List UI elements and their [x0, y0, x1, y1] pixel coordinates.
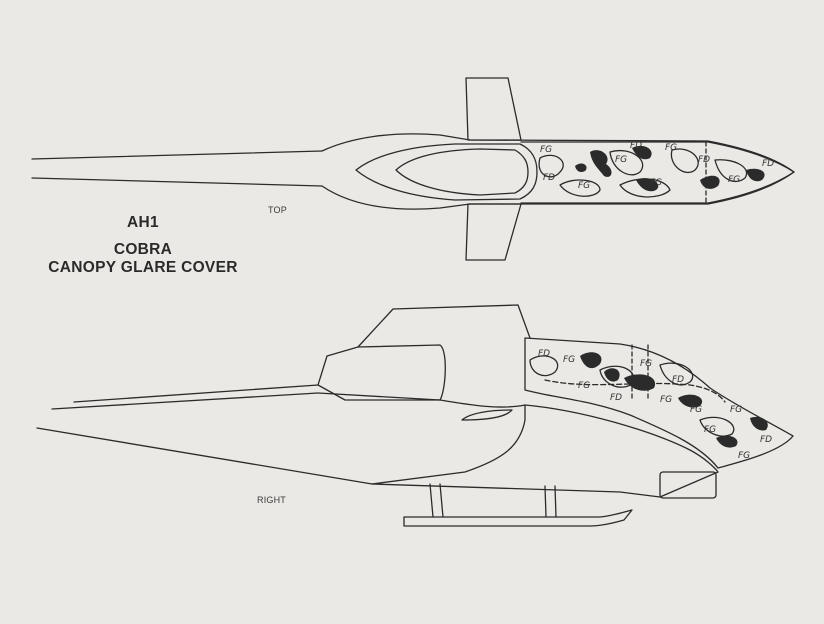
- side-nose-lower: [524, 404, 719, 498]
- side-glare-cover: [524, 337, 794, 469]
- model-title: AH1: [127, 214, 159, 231]
- top-canopy-outer: [355, 143, 538, 201]
- side-skid: [403, 509, 633, 527]
- camo-code: FG: [730, 405, 742, 415]
- side-fuselage: [317, 392, 526, 485]
- side-tail-boom: [36, 384, 373, 485]
- side-door: [461, 409, 513, 421]
- camo-code: FG: [540, 145, 552, 155]
- camo-code: FG: [690, 405, 702, 415]
- camo-code: FD: [760, 435, 772, 445]
- camo-code: FG: [578, 181, 590, 191]
- right-view-label: RIGHT: [257, 495, 286, 505]
- top-canopy-glass: [395, 148, 529, 196]
- part-name: CANOPY GLARE COVER: [48, 259, 238, 276]
- side-aft-line: [371, 483, 661, 498]
- top-wing-lower: [465, 203, 522, 261]
- camo-code: FG: [660, 395, 672, 405]
- camo-code: FD: [543, 173, 555, 183]
- top-camo-dark: [575, 145, 765, 192]
- camo-code: FD: [762, 159, 774, 169]
- top-glare-cover: [520, 141, 795, 204]
- camo-code: FG: [578, 381, 590, 391]
- title-block: AH1 COBRA CANOPY GLARE COVER: [28, 214, 258, 277]
- camo-code-labels: FG FD FG FG FD FG FG FD FG FD FD FG FG F…: [538, 141, 774, 461]
- camo-code: FD: [538, 349, 550, 359]
- side-pylon: [357, 304, 531, 348]
- camo-code: FG: [615, 155, 627, 165]
- model-name: COBRA: [113, 241, 173, 258]
- camo-code: FG: [665, 143, 677, 153]
- camo-code: FG: [728, 175, 740, 185]
- camo-code: FD: [610, 393, 622, 403]
- camo-code: FD: [698, 155, 710, 165]
- camo-code: FG: [650, 178, 662, 188]
- camo-code: FG: [640, 359, 652, 369]
- camo-code: FG: [563, 355, 575, 365]
- side-engine-cowling: [317, 344, 446, 401]
- side-view: [36, 304, 794, 527]
- camo-code: FD: [672, 375, 684, 385]
- top-view: [31, 77, 795, 261]
- camo-code: FG: [738, 451, 750, 461]
- side-camo-dark: [580, 352, 768, 448]
- top-wing-upper: [465, 77, 522, 141]
- top-view-label: TOP: [268, 205, 287, 215]
- top-tail-boom: [31, 150, 323, 187]
- side-chin-turret: [659, 471, 717, 499]
- camo-code: FD: [630, 141, 642, 151]
- camo-code: FG: [704, 425, 716, 435]
- side-skid-struts: [429, 483, 557, 518]
